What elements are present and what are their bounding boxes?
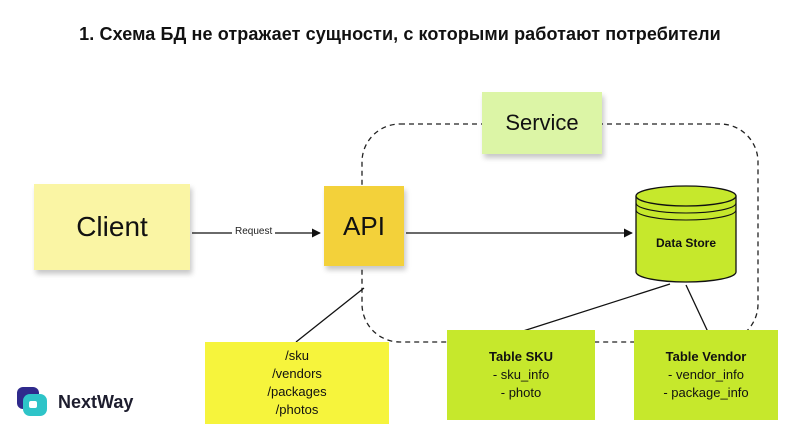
page-title: 1. Схема БД не отражает сущности, с кото…	[79, 24, 721, 44]
data-store-cylinder	[635, 185, 737, 283]
table-vendor-title: Table Vendor	[665, 349, 747, 364]
route-item: /sku	[285, 348, 309, 363]
route-item: /photos	[275, 402, 319, 417]
table-vendor-box: Table Vendor - vendor_info - package_inf…	[634, 330, 778, 420]
client-node: Client	[34, 184, 190, 270]
table-sku-title: Table SKU	[488, 349, 554, 364]
api-routes-box: /sku /vendors /packages /photos	[205, 342, 389, 424]
table-vendor-item: - package_info	[663, 385, 749, 400]
table-sku-box: Table SKU - sku_info - photo	[447, 330, 595, 420]
api-node: API	[324, 186, 404, 266]
service-node: Service	[482, 92, 602, 154]
vendor-to-datastore-line	[685, 284, 709, 333]
brand-name: NextWay	[58, 392, 134, 412]
nextway-logo-icon	[17, 387, 47, 416]
route-item: /packages	[267, 384, 327, 399]
table-sku-item: - photo	[500, 385, 542, 400]
request-label: Request	[232, 226, 276, 237]
table-vendor-item: - vendor_info	[668, 367, 744, 382]
routes-to-api-line	[295, 287, 365, 343]
sku-to-datastore-line	[519, 283, 671, 333]
table-sku-item: - sku_info	[492, 367, 550, 382]
data-store-label: Data Store	[655, 236, 717, 250]
route-item: /vendors	[272, 366, 322, 381]
